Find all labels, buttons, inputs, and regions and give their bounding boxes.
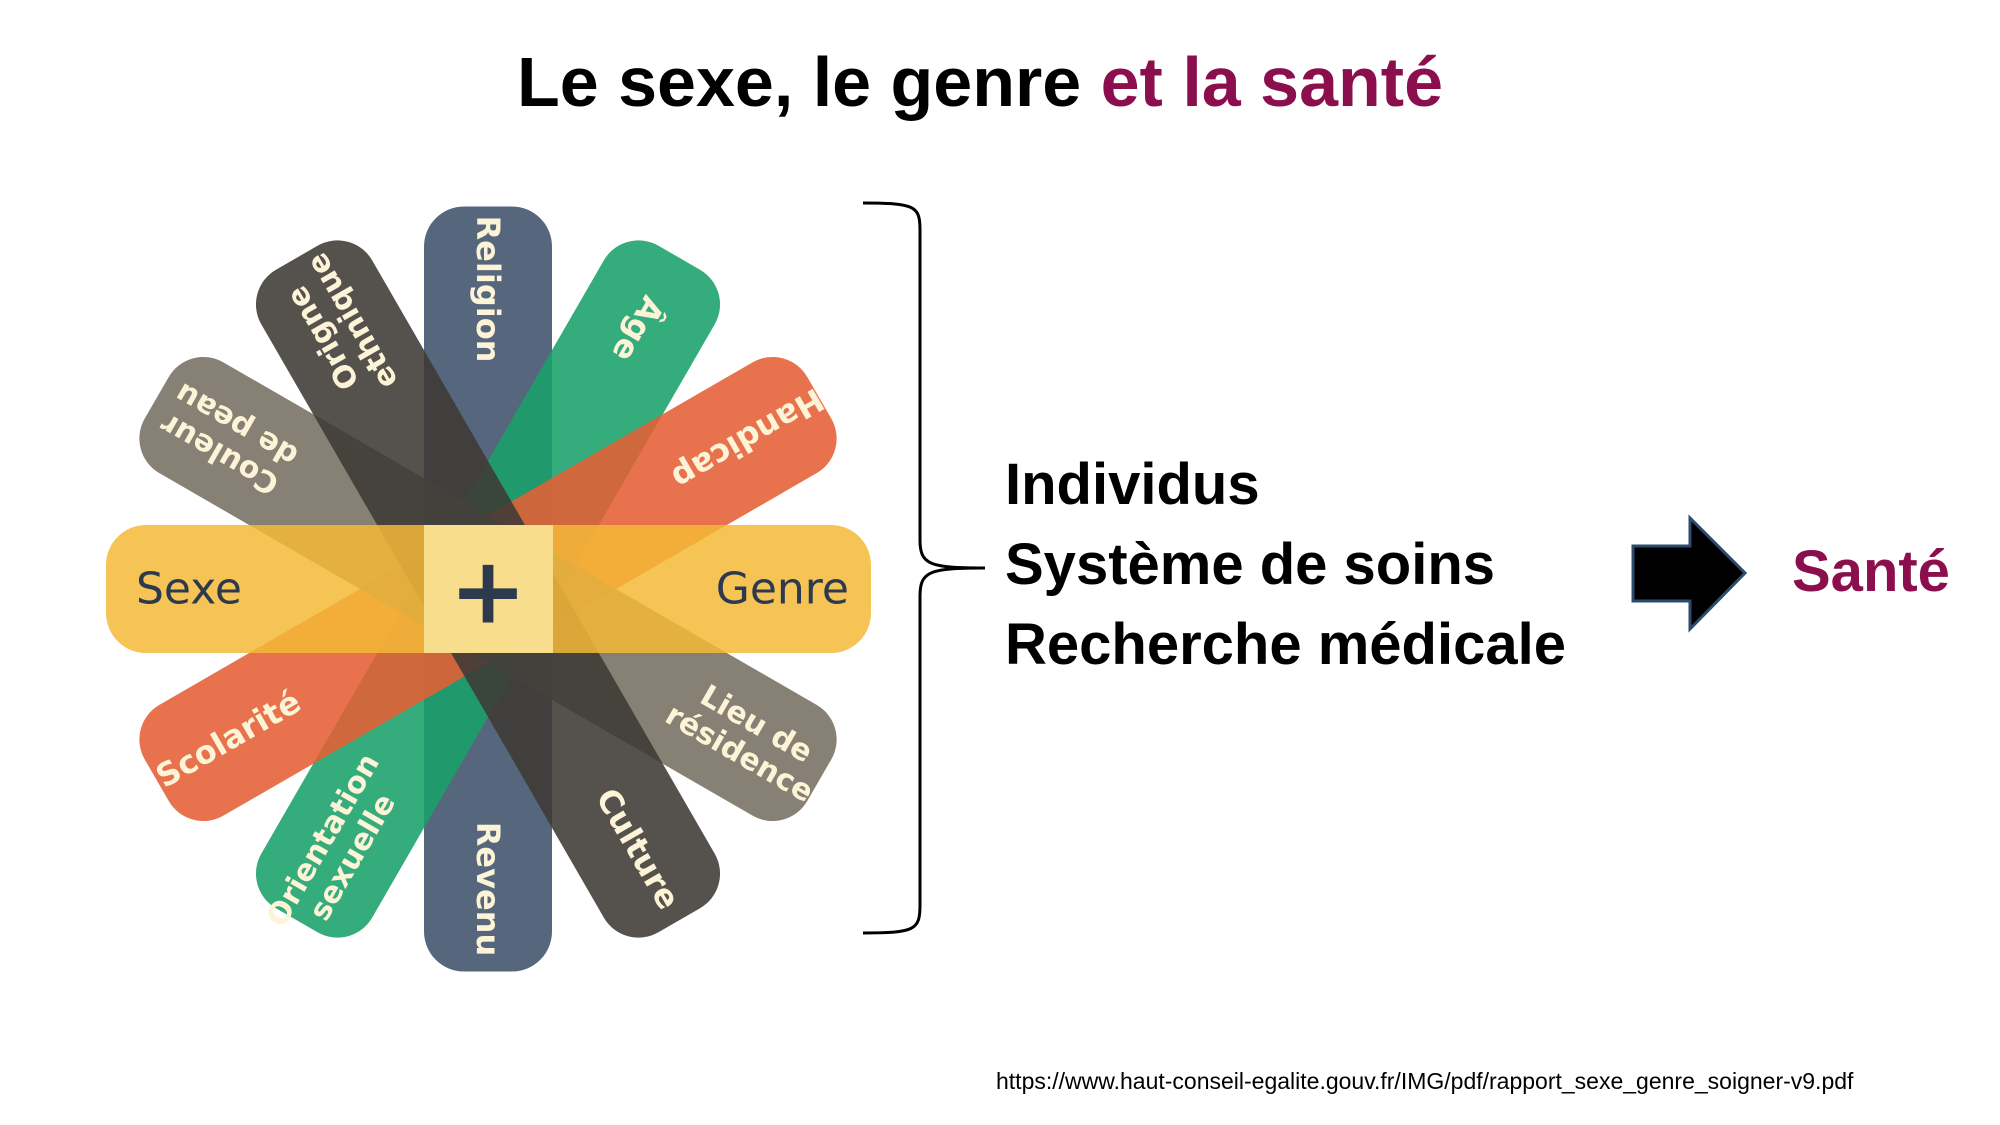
list-item: Individus bbox=[1005, 452, 1260, 517]
curly-brace bbox=[862, 201, 986, 935]
title-accent: et la santé bbox=[1100, 43, 1444, 121]
title-main: Le sexe, le genre bbox=[516, 43, 1101, 121]
arrow-right-icon bbox=[1631, 514, 1748, 633]
sex-gender-bar-group: + Sexe Genre bbox=[106, 525, 871, 653]
petal-label-religion-outer: Revenu bbox=[469, 822, 507, 956]
petal-label-religion-inner: Religion bbox=[469, 216, 507, 363]
center-square bbox=[424, 525, 553, 653]
sexe-label: Sexe bbox=[136, 564, 242, 615]
genre-label: Genre bbox=[716, 564, 849, 615]
slide-title: Le sexe, le genre et la santé bbox=[0, 42, 1960, 122]
list-item: Recherche médicale bbox=[1005, 612, 1566, 677]
result-label: Santé bbox=[1792, 539, 1950, 604]
source-link[interactable]: https://www.haut-conseil-egalite.gouv.fr… bbox=[996, 1068, 1854, 1094]
impact-list: Individus Système de soins Recherche méd… bbox=[1005, 445, 1566, 685]
center-plus: + bbox=[449, 538, 526, 645]
list-item: Système de soins bbox=[1005, 532, 1495, 597]
